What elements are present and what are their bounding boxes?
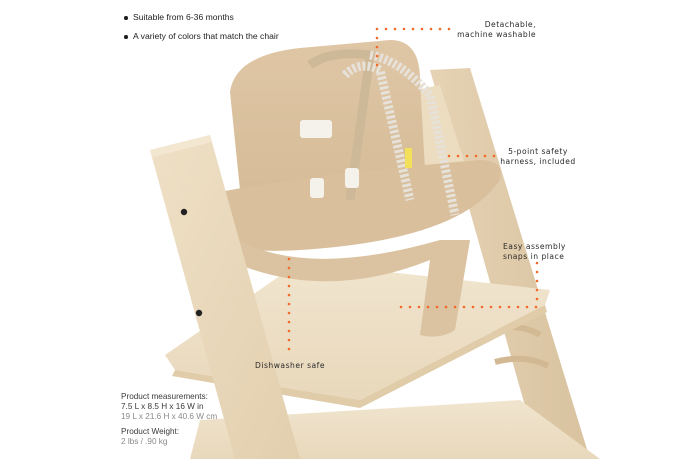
callout-text: harness, included	[500, 157, 576, 166]
measurements-cm: 19 L x 21.6 H x 40.6 W cm	[121, 412, 218, 421]
measurements-inches: 7.5 L x 8.5 H x 16 W in	[121, 402, 204, 411]
callout-text: Detachable,	[484, 20, 536, 29]
backrest	[230, 40, 425, 190]
weight-value: 2 lbs / .90 kg	[121, 437, 168, 446]
feature-item: A variety of colors that match the chair	[124, 31, 283, 42]
callout-washable: Detachable, machine washable	[456, 20, 536, 40]
callout-text: machine washable	[457, 30, 536, 39]
weight-label: Product Weight:	[121, 427, 180, 436]
seat-ring	[205, 160, 501, 251]
callout-dishwasher: Dishwasher safe	[255, 361, 325, 371]
callout-lines	[287, 27, 539, 355]
callout-harness: 5-point safety harness, included	[498, 147, 578, 167]
callout-text: Dishwasher safe	[255, 361, 326, 370]
front-upright	[150, 135, 300, 459]
callout-text: 5-point safety	[508, 147, 568, 156]
bolt-icon	[195, 309, 203, 317]
feature-list: Suitable from 6-36 months A variety of c…	[124, 12, 283, 50]
callout-text: snaps in place	[503, 252, 565, 261]
callout-assembly: Easy assembly snaps in place	[503, 242, 573, 262]
bolt-icon	[180, 208, 188, 216]
feature-item: Suitable from 6-36 months	[124, 12, 283, 23]
callout-text: Easy assembly	[503, 242, 566, 251]
measurements-label: Product measurements:	[121, 392, 208, 401]
product-specs: Product measurements: 7.5 L x 8.5 H x 16…	[121, 392, 217, 447]
